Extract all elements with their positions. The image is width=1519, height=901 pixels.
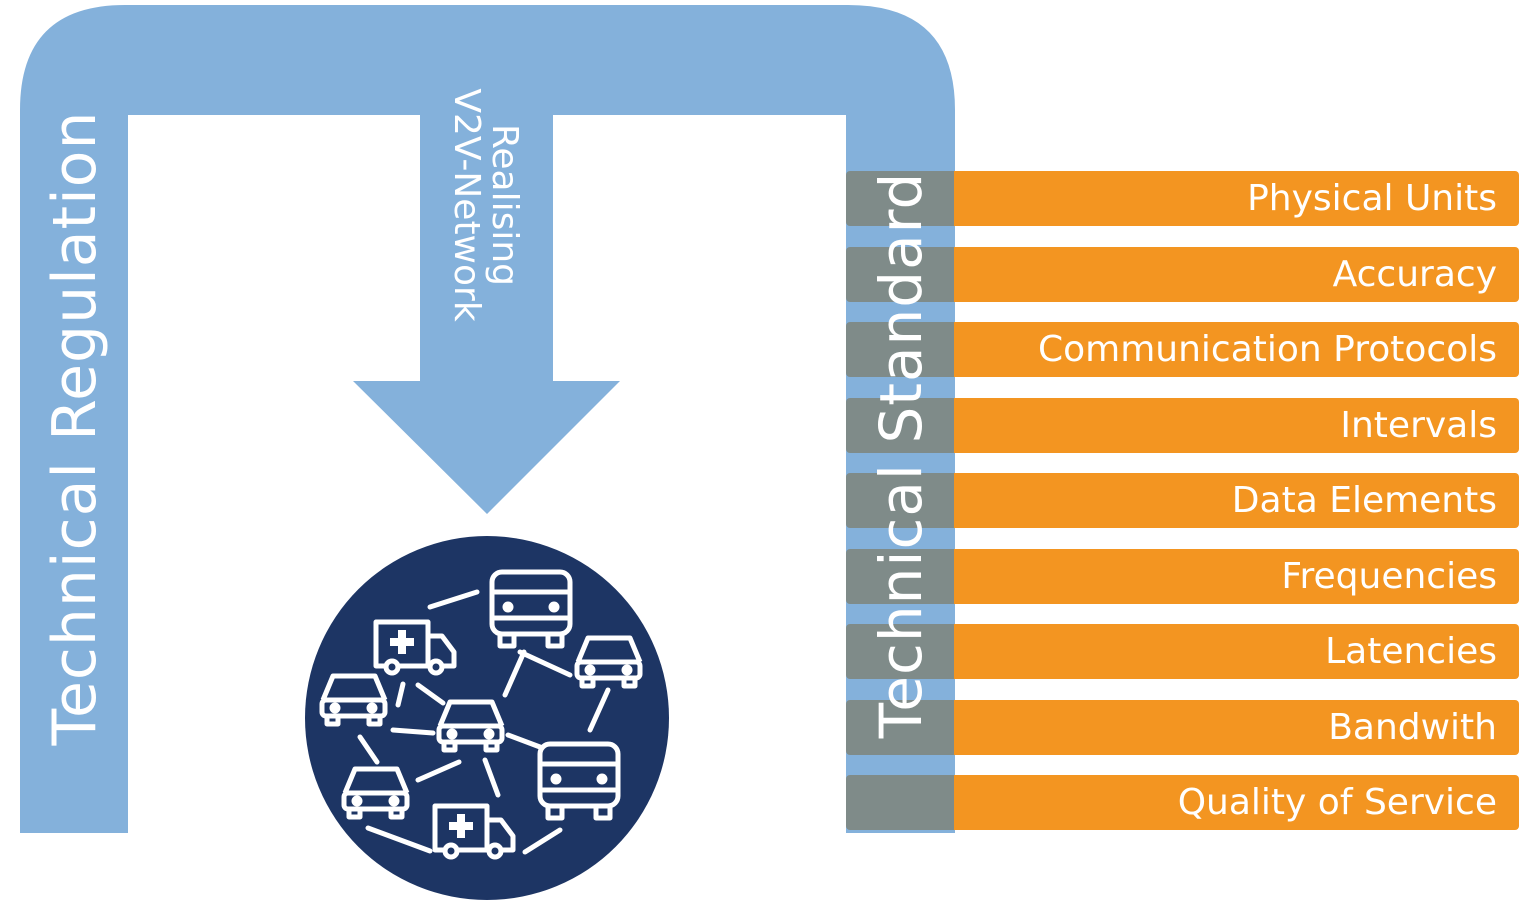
standard-item-grey-block xyxy=(846,473,954,528)
arrow-label-line2: V2V-Network xyxy=(446,88,487,322)
technical-regulation-label: Technical Regulation xyxy=(40,110,110,746)
car-icon xyxy=(319,673,388,727)
standard-item-grey-block xyxy=(846,624,954,679)
standard-item-grey-block xyxy=(846,775,954,830)
ambulance-icon xyxy=(432,803,516,860)
standard-item-grey-block xyxy=(846,398,954,453)
standard-item-bar xyxy=(954,473,1519,528)
car-icon xyxy=(341,766,410,820)
standard-item-bar xyxy=(954,775,1519,830)
standard-item-row: Bandwith xyxy=(846,700,1519,755)
arrow-label-line1: Realising xyxy=(483,123,525,287)
car-icon xyxy=(436,699,505,753)
standard-item-bar xyxy=(954,247,1519,302)
down-arrow xyxy=(353,110,620,514)
bus-icon xyxy=(489,569,573,649)
standard-item-grey-block xyxy=(846,700,954,755)
standard-item-label: Communication Protocols xyxy=(1037,329,1497,370)
standard-item-label: Data Elements xyxy=(1231,480,1497,521)
standard-item-label: Physical Units xyxy=(1247,178,1497,219)
standard-item-bar xyxy=(954,549,1519,604)
standard-item-row: Quality of Service xyxy=(846,775,1519,830)
network-links xyxy=(357,589,611,855)
ambulance-icon xyxy=(373,619,457,676)
standard-item-bar xyxy=(954,322,1519,377)
car-icon xyxy=(574,635,643,689)
standard-item-bar xyxy=(954,171,1519,226)
standard-item-grey-block xyxy=(846,549,954,604)
standard-item-row: Accuracy xyxy=(846,247,1519,302)
standard-item-row: Intervals xyxy=(846,398,1519,453)
standard-item-bar xyxy=(954,398,1519,453)
standard-item-grey-block xyxy=(846,171,954,226)
standard-item-label: Latencies xyxy=(1325,631,1497,672)
standard-item-label: Accuracy xyxy=(1332,254,1497,295)
standard-item-bar xyxy=(954,624,1519,679)
standard-item-grey-block xyxy=(846,322,954,377)
standard-item-grey-block xyxy=(846,247,954,302)
standard-item-row: Physical Units xyxy=(846,171,1519,226)
standard-item-bar xyxy=(954,700,1519,755)
arrow-label: Realising V2V-Network xyxy=(446,88,525,322)
standard-item-row: Frequencies xyxy=(846,549,1519,604)
standard-item-label: Intervals xyxy=(1340,405,1497,446)
bus-icon xyxy=(537,741,621,821)
standard-item-row: Communication Protocols xyxy=(846,322,1519,377)
technical-standard-label: Technical Standard xyxy=(867,171,935,739)
standard-item-row: Latencies xyxy=(846,624,1519,679)
standard-item-row: Data Elements xyxy=(846,473,1519,528)
standard-item-label: Quality of Service xyxy=(1177,782,1497,823)
standard-item-label: Bandwith xyxy=(1328,707,1497,748)
standard-item-label: Frequencies xyxy=(1281,556,1497,597)
